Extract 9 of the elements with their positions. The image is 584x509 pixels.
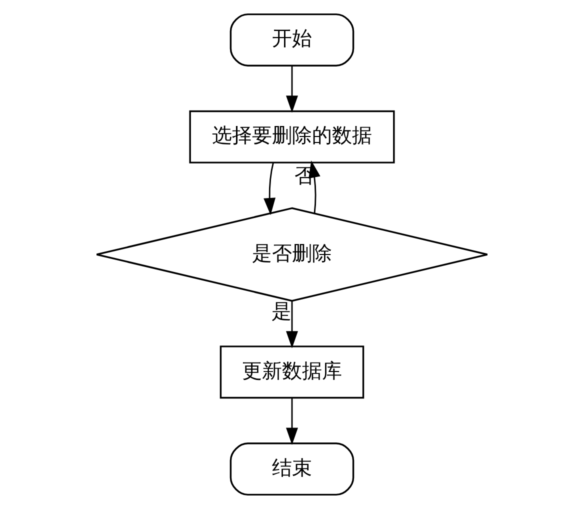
arrow — [286, 398, 298, 445]
node-box: 更新数据库 — [220, 346, 364, 399]
node-box: 结束 — [230, 442, 354, 496]
arrow — [286, 301, 298, 348]
node-diamond: 是否删除 — [96, 207, 488, 302]
node-box: 选择要删除的数据 — [189, 110, 395, 164]
node-box: 开始 — [230, 13, 354, 66]
arrow — [264, 162, 276, 216]
arrow — [286, 66, 298, 113]
